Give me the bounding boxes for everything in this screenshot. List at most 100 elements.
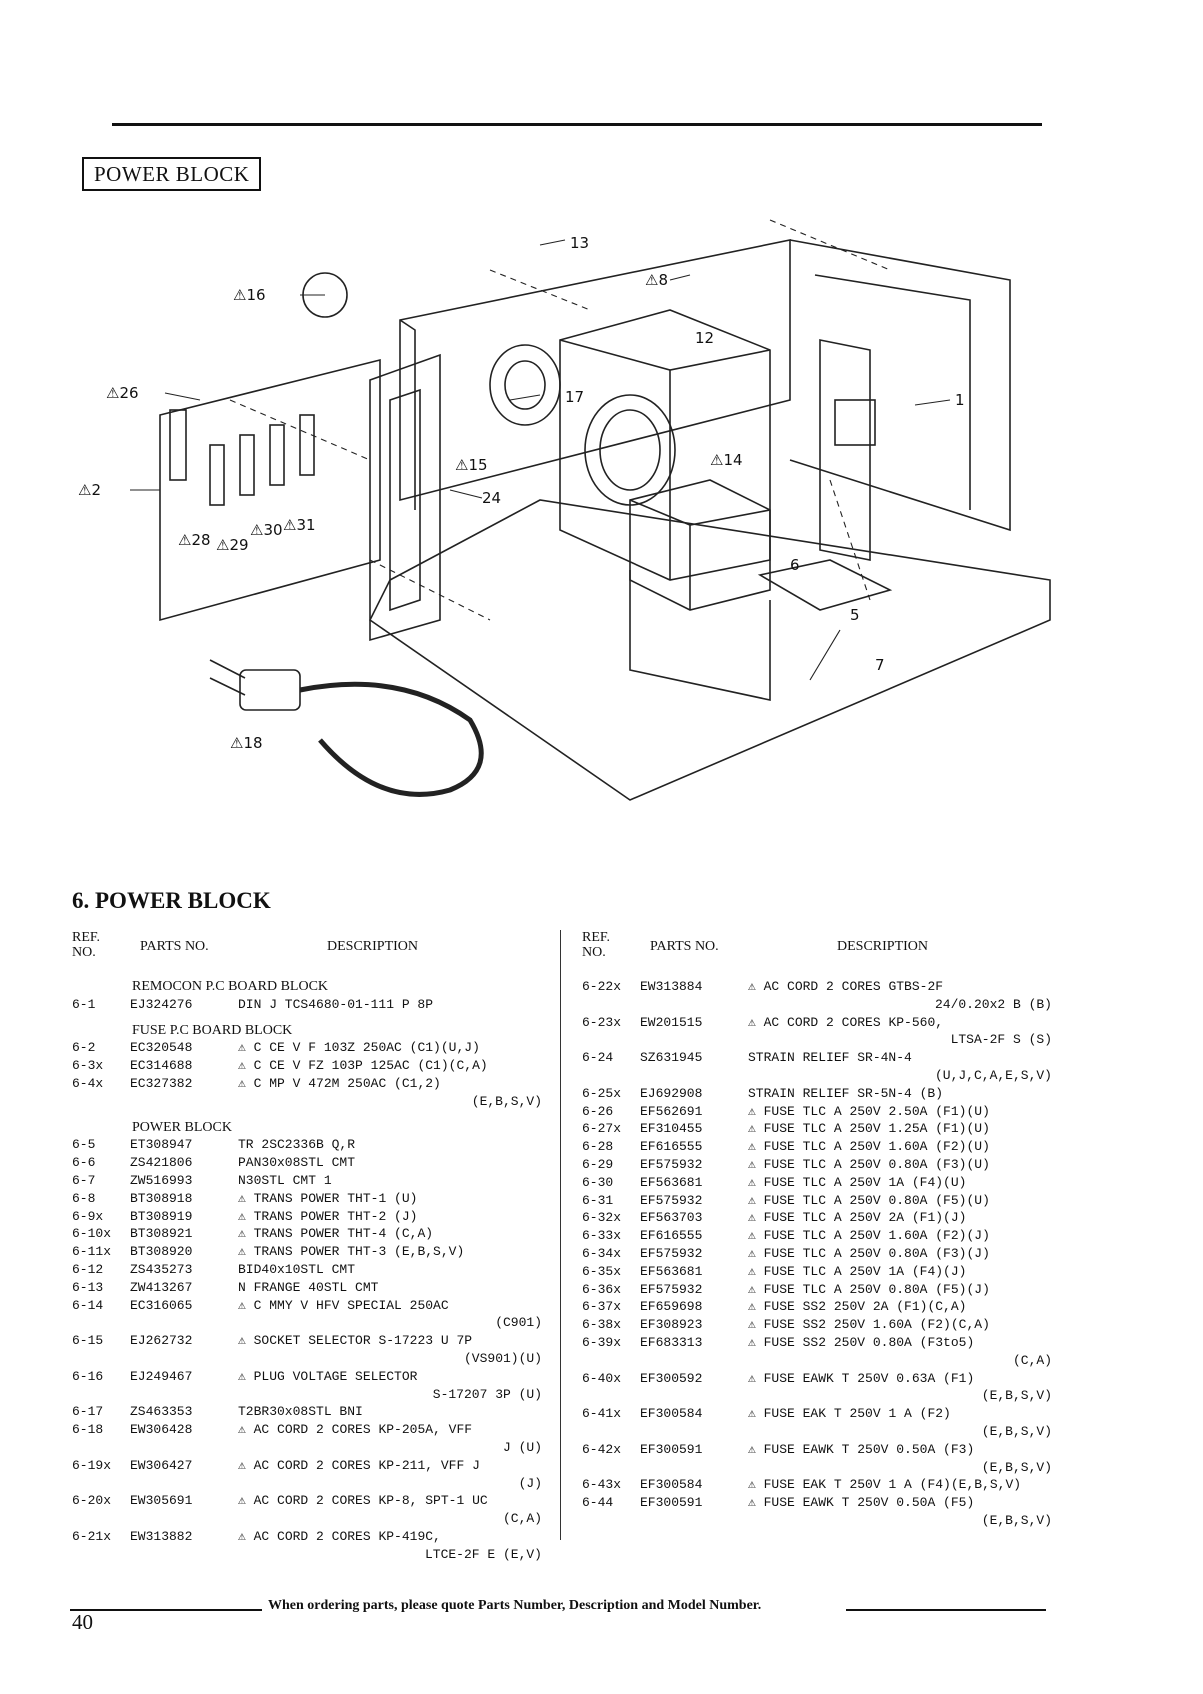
parts-no: EF575932: [640, 1156, 703, 1172]
ref-no: 6-38x: [582, 1317, 622, 1333]
ref-no: 6-23x: [582, 1014, 622, 1030]
description: ⚠ FUSE TLC A 250V 1A (F4)(J): [748, 1263, 967, 1279]
parts-no: EW305691: [130, 1493, 193, 1509]
callout-29: ⚠29: [216, 536, 249, 554]
description: ⚠ FUSE SS2 250V 1.60A (F2)(C,A): [748, 1317, 990, 1333]
description: STRAIN RELIEF SR-5N-4 (B): [748, 1085, 944, 1101]
description-continuation: (E,B,S,V): [981, 1388, 1052, 1404]
description: N FRANGE 40STL CMT: [238, 1279, 379, 1295]
ref-no: 6-8: [72, 1190, 96, 1206]
parts-no: EW306427: [130, 1457, 193, 1473]
parts-no: EF575932: [640, 1192, 703, 1208]
parts-no: EF300584: [640, 1406, 703, 1422]
parts-no: EJ692908: [640, 1085, 703, 1101]
group-title: REMOCON P.C BOARD BLOCK: [132, 979, 329, 994]
description-continuation: S-17207 3P (U): [432, 1386, 542, 1402]
ac-cord: [299, 681, 484, 797]
description: ⚠ FUSE TLC A 250V 1.60A (F2)(J): [748, 1228, 990, 1244]
description: ⚠ FUSE EAWK T 250V 0.50A (F5): [748, 1495, 975, 1511]
ref-no: 6-13: [72, 1279, 104, 1295]
parts-no: ZW516993: [130, 1172, 193, 1188]
parts-no: EF683313: [640, 1334, 703, 1350]
ref-no: 6-35x: [582, 1263, 622, 1279]
description-continuation: (C,A): [1012, 1352, 1052, 1368]
parts-no: ET308947: [130, 1137, 193, 1153]
parts-no: EF563681: [640, 1174, 703, 1190]
callout-7: 7: [875, 656, 885, 674]
description-continuation: J (U): [502, 1439, 542, 1455]
description: ⚠ FUSE TLC A 250V 2.50A (F1)(U): [748, 1103, 990, 1119]
description: ⚠ FUSE EAK T 250V 1 A (F4)(E,B,S,V): [748, 1477, 1022, 1493]
ref-no: 6-22x: [582, 979, 622, 994]
ref-no: 6-44: [582, 1495, 614, 1511]
parts-no: ZS421806: [130, 1155, 193, 1171]
ref-no: 6-1: [72, 996, 96, 1012]
ref-no: 6-2: [72, 1040, 96, 1056]
ref-no: 6-31: [582, 1192, 614, 1208]
parts-no: EF300584: [640, 1477, 703, 1493]
callout-5: 5: [850, 606, 860, 624]
callout-31: ⚠31: [283, 516, 316, 534]
ref-no: 6-14: [72, 1297, 104, 1313]
table-row: 6-44 EF300591 ⚠ FUSE EAWK T 250V 0.50A (F5…: [582, 1494, 1052, 1530]
page-number: 40: [72, 1610, 93, 1634]
parts-no: EF563681: [640, 1263, 703, 1279]
parts-no: EF616555: [640, 1228, 703, 1244]
description-continuation: (E,B,S,V): [981, 1459, 1052, 1475]
description-continuation: (E,B,S,V): [981, 1423, 1052, 1439]
callout-8: ⚠8: [645, 271, 668, 289]
parts-no: EF300591: [640, 1441, 703, 1457]
callout-13: 13: [570, 234, 589, 252]
ref-no: 6-15: [72, 1333, 104, 1349]
parts-no: ZW413267: [130, 1279, 193, 1295]
table-header: REF. NO. PARTS NO. DESCRIPTION: [582, 930, 1052, 978]
ref-no: 6-7: [72, 1172, 96, 1188]
description-continuation: (C,A): [502, 1511, 542, 1527]
ref-no: 6-28: [582, 1139, 614, 1155]
header-ref-no: REF. NO.: [72, 930, 101, 960]
description: ⚠ FUSE TLC A 250V 1A (F4)(U): [748, 1174, 967, 1190]
description: ⚠ FUSE TLC A 250V 1.60A (F2)(U): [748, 1139, 990, 1155]
ref-no: 6-40x: [582, 1370, 622, 1386]
transformer: [559, 309, 771, 581]
ref-no: 6-20x: [72, 1493, 112, 1509]
ref-no: 6-18: [72, 1422, 104, 1438]
parts-no: ZS463353: [130, 1404, 193, 1420]
description: PAN30x08STL CMT: [238, 1155, 356, 1171]
callout-15: ⚠15: [455, 456, 488, 474]
ref-no: 6-32x: [582, 1210, 622, 1226]
parts-no: EF300591: [640, 1495, 703, 1511]
description: ⚠ AC CORD 2 CORES KP-211, VFF J: [238, 1457, 480, 1473]
callout-18: ⚠18: [230, 734, 263, 752]
description: TR 2SC2336B Q,R: [238, 1137, 356, 1153]
description: ⚠ C MMY V HFV SPECIAL 250AC: [238, 1297, 449, 1313]
description: ⚠ TRANS POWER THT-3 (E,B,S,V): [238, 1244, 465, 1260]
ref-no: 6-29: [582, 1156, 614, 1172]
description: ⚠ C CE V F 103Z 250AC (C1)(U,J): [238, 1040, 480, 1056]
description: ⚠ FUSE TLC A 250V 1.25A (F1)(U): [748, 1121, 990, 1137]
right-wall: [789, 239, 1011, 532]
